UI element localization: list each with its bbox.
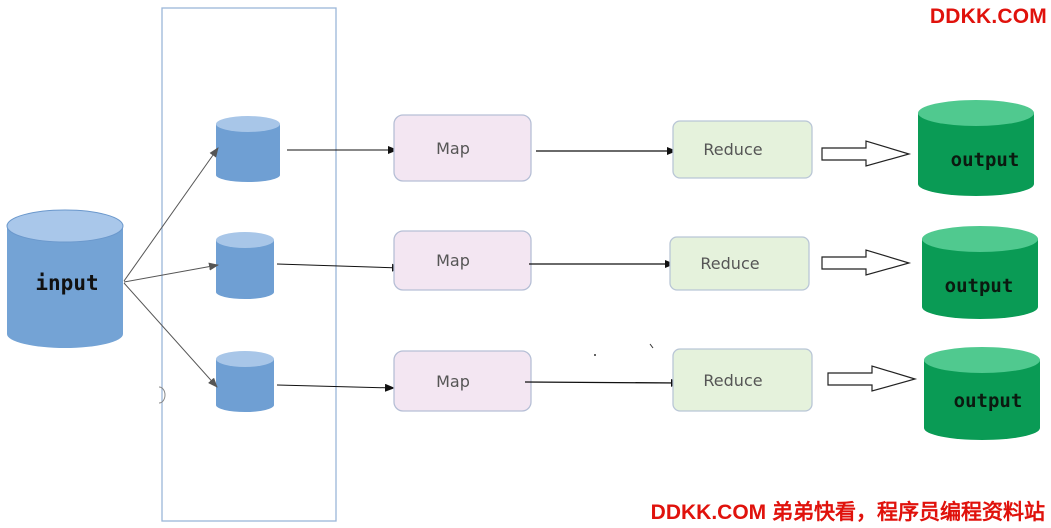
output-database-icon-3 — [924, 347, 1040, 440]
reduce-box-1 — [672, 120, 813, 179]
stray-mark-3 — [158, 386, 166, 404]
reduce-label-3: Reduce — [703, 371, 762, 390]
output-database-icon-1 — [918, 100, 1034, 196]
input-database-icon — [6, 209, 124, 348]
map-label-3: Map — [436, 372, 470, 391]
split-frame — [161, 7, 337, 522]
watermark-top: DDKK.COM — [929, 5, 1047, 28]
output-label-1: output — [951, 149, 1020, 171]
arrow-input-split-3 — [123, 282, 218, 388]
reduce-label-2: Reduce — [700, 254, 759, 273]
reduce-box-2 — [669, 236, 810, 291]
map-label-1: Map — [436, 139, 470, 158]
arrow-split-map-3 — [276, 383, 395, 392]
output-label-2: output — [945, 275, 1014, 297]
watermark-bottom: DDKK.COM 弟弟快看，程序员编程资料站 — [650, 501, 1045, 524]
output-database-icon-2 — [922, 226, 1038, 319]
map-box-1 — [393, 114, 532, 182]
block-arrow-3 — [827, 365, 918, 392]
map-label-2: Map — [436, 251, 470, 270]
split-database-icon-3 — [216, 351, 274, 412]
arrow-input-split-1 — [123, 147, 219, 282]
arrow-input-split-2 — [123, 262, 219, 283]
reduce-label-1: Reduce — [703, 140, 762, 159]
split-database-icon-2 — [216, 232, 274, 299]
arrow-split-map-2 — [276, 263, 402, 272]
output-label-3: output — [954, 390, 1023, 412]
stray-mark-1 — [594, 354, 596, 356]
stray-mark-2 — [649, 343, 654, 349]
map-box-3 — [393, 350, 532, 412]
split-database-icon-1 — [216, 116, 280, 182]
block-arrow-2 — [821, 249, 912, 276]
reduce-box-3 — [672, 348, 813, 412]
map-box-2 — [393, 230, 532, 291]
arrow-map-reduce-3 — [524, 378, 681, 387]
input-label: input — [35, 271, 98, 295]
block-arrow-1 — [821, 140, 912, 167]
